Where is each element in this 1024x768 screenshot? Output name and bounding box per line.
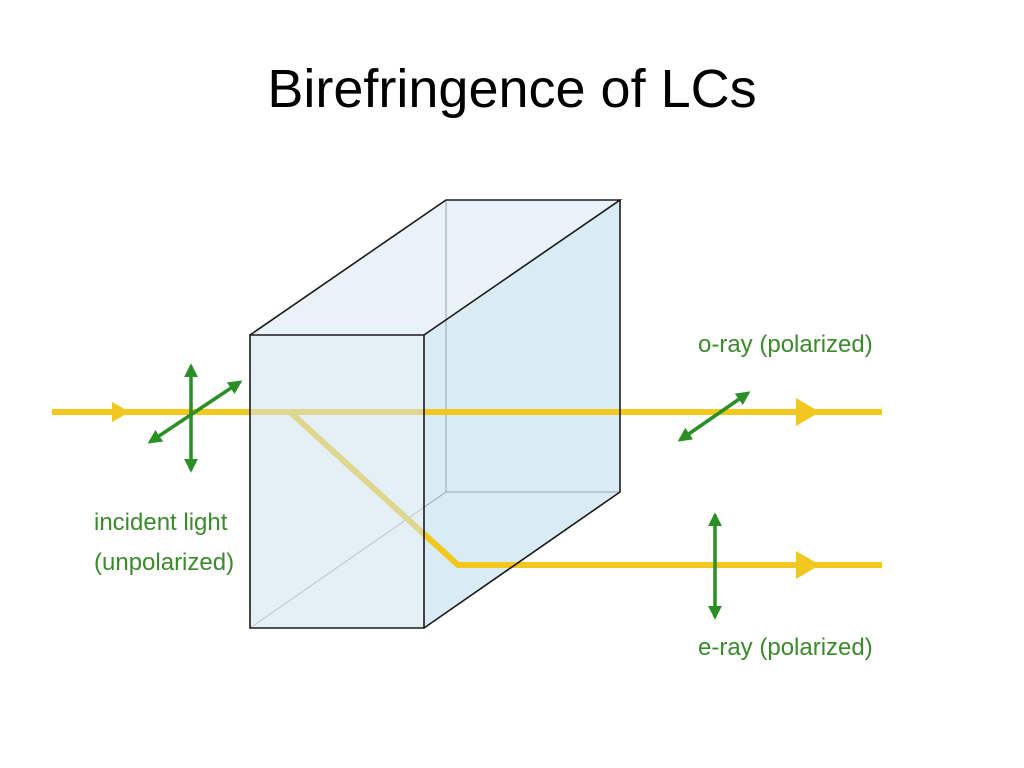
e-ray-label: e-ray (polarized): [698, 634, 873, 661]
o-ray-polarization-icon: [677, 391, 751, 442]
incident-light-label: incident light: [94, 509, 228, 536]
unpolarized-label: (unpolarized): [94, 549, 234, 576]
polarization-arrows: [147, 363, 751, 620]
incident-ray-arrowhead: [112, 402, 130, 422]
crystal-front-face: [250, 335, 424, 628]
e-ray-arrowhead: [796, 551, 820, 579]
slide-title: Birefringence of LCs: [267, 59, 757, 119]
crystal-side-outline: [423, 200, 621, 629]
crystal-top-face: [250, 200, 620, 335]
o-ray-label: o-ray (polarized): [698, 331, 873, 358]
crystal-top-outline: [249, 199, 623, 336]
incident-diagonal-polarization-icon: [147, 380, 243, 444]
crystal-edges: [249, 199, 623, 629]
o-ray-arrowhead: [796, 398, 820, 426]
